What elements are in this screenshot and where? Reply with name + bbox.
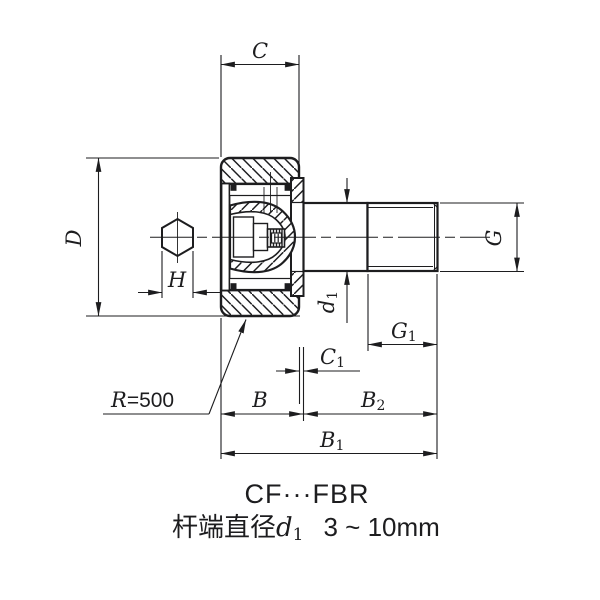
dimension-D — [86, 157, 300, 317]
label-d1: d1 — [315, 291, 341, 313]
label-B: B — [251, 388, 267, 412]
label-C: C — [252, 39, 268, 63]
label-B1: B1 — [319, 428, 344, 454]
dimension-B-B2-B1 — [220, 274, 438, 459]
dimension-H — [138, 251, 221, 298]
dimension-G1 — [367, 274, 438, 351]
label-H: H — [167, 268, 187, 292]
radius-leader — [103, 319, 247, 415]
dimension-G — [440, 202, 524, 273]
socket-hidden-lines — [263, 172, 278, 213]
label-C1: C1 — [320, 345, 345, 371]
label-G1: G1 — [391, 319, 417, 345]
label-B2: B2 — [360, 388, 385, 414]
label-R500: R=500 — [110, 388, 174, 412]
label-D: D — [62, 229, 86, 247]
dimension-C1 — [276, 347, 360, 421]
dimension-C — [220, 55, 300, 177]
caption-model: CF···FBR — [245, 479, 370, 509]
label-G: G — [482, 230, 506, 247]
